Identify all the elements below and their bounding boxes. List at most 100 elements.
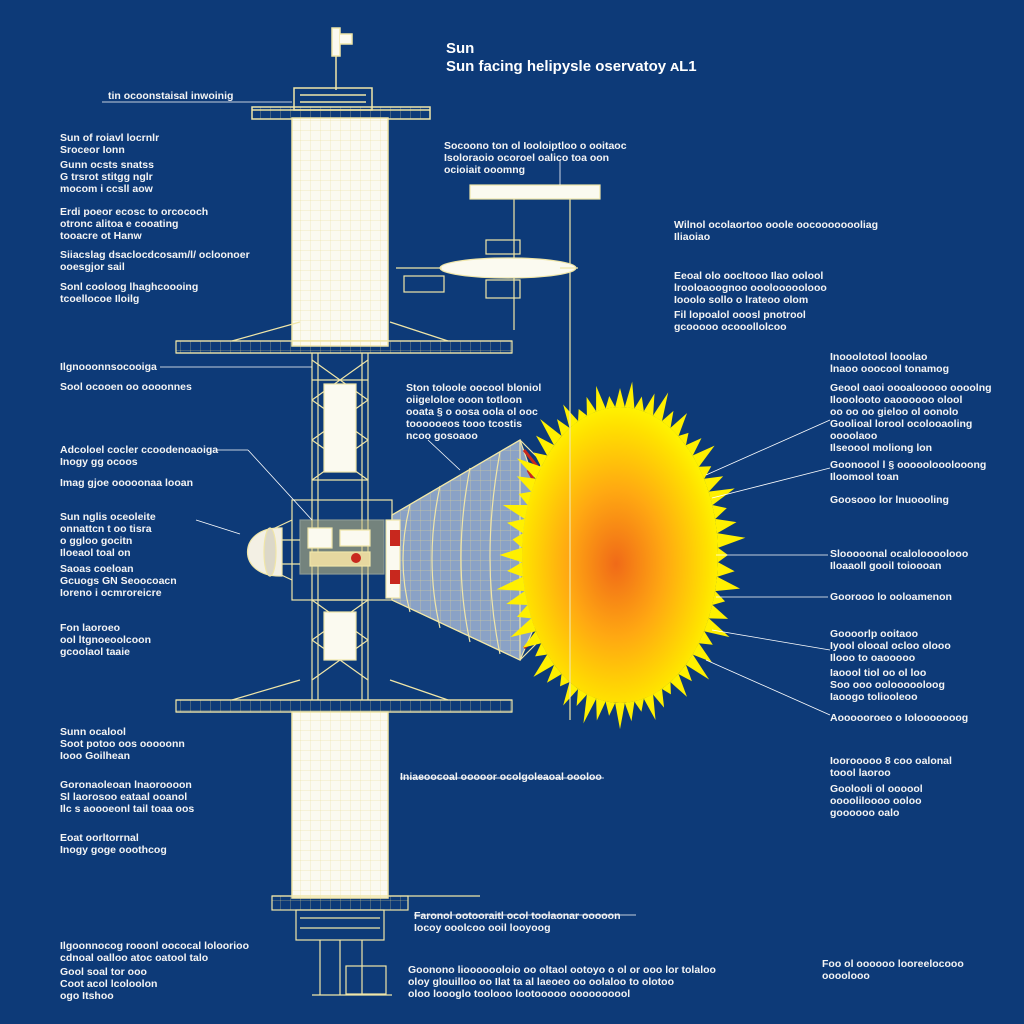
corona-spike xyxy=(715,518,737,534)
callout-line: Iyool olooal ocloo olooo xyxy=(830,640,951,652)
upper-solar-panel xyxy=(291,117,389,347)
corona-spike xyxy=(596,385,606,412)
callout-line: Iooo Goilhean xyxy=(60,750,130,762)
callout-line: o ggloo gocitn xyxy=(60,535,133,547)
callout-line: Foo ol oooooo looreelocooo xyxy=(822,958,964,970)
callout-line: Saoas coeloan xyxy=(60,563,134,575)
callout-line: lrooloaoognoo ooolooooolooo xyxy=(674,282,827,294)
corona-spike xyxy=(652,688,665,708)
callout-bottom-1: Faronol ootooraitl ocol toolaonar ooooon… xyxy=(414,910,620,934)
corona-spike xyxy=(708,604,729,619)
callout-line: Ilooo to oaooooo xyxy=(830,652,916,664)
callout-line: Goolooli ol oooool xyxy=(830,783,923,795)
corona-spike xyxy=(535,643,548,657)
callout-line: ooesgjor sail xyxy=(60,261,125,273)
base-structure xyxy=(271,895,480,996)
corona-spike xyxy=(712,505,727,520)
callout-line: Soot potoo oos ooooonn xyxy=(60,738,185,750)
corona-spike xyxy=(624,701,635,722)
callout-line: Ioreno i ocmroreicre xyxy=(60,587,162,599)
corona-spike xyxy=(533,654,555,677)
callout-line: Fon laoroeo xyxy=(60,622,121,634)
callout-line: Socoono ton ol Iooloiptloo o ooitaoc xyxy=(444,140,627,152)
callout-bottom-2: Goonono liooooooloio oo oltaol ootoyo o … xyxy=(408,964,716,1000)
corona-spike xyxy=(716,562,735,577)
callout-line: Iooolo sollo o lrateoo olom xyxy=(674,294,809,306)
corona-spike xyxy=(516,604,532,619)
sensor-boom-instrument xyxy=(396,184,601,720)
callout-line: Erdi poeor ecosc to orcococh xyxy=(60,206,209,218)
corona-spike xyxy=(643,694,656,720)
upper-truss xyxy=(175,321,513,354)
callout-line: otronc alitoa e cooating xyxy=(60,218,179,230)
callout-left-6: Ilgnooonnsocooiga xyxy=(60,361,157,373)
heat-shield xyxy=(385,438,549,661)
callout-line: lnaoo ooocool tonamog xyxy=(830,363,949,375)
callout-line: toooooeos tooo tcostis xyxy=(406,418,523,430)
callout-line: Sool ocooen oo oooonnes xyxy=(60,381,192,393)
corona-spike xyxy=(556,419,570,437)
callout-line: Goolioal lorool ocolooaoling xyxy=(830,418,973,430)
lower-truss xyxy=(175,679,513,713)
callout-line: Iaoogo toliooleoo xyxy=(830,691,918,703)
callout-line: Eeoal olo oocltooo Ilao oolool xyxy=(674,270,824,282)
callout-right-12: Aoooooroeo o Iolooooooog xyxy=(830,712,968,724)
callout-line: onnattcn t oo tisra xyxy=(60,523,152,535)
callout-line: Aoooooroeo o Iolooooooog xyxy=(830,712,969,724)
callout-line: Goosooo lor lnuoooling xyxy=(830,494,949,506)
callout-line: Sunn ocalool xyxy=(60,726,126,738)
callout-leader-lines xyxy=(102,101,831,916)
corona-spike xyxy=(605,395,616,409)
callout-line: Coot acol lcoloolon xyxy=(60,978,158,990)
callout-right-9: Goorooo lo ooloamenon xyxy=(830,591,952,603)
corona-spike xyxy=(634,396,644,412)
corona-spike xyxy=(496,576,525,592)
callout-center-low: Iniaeoocoal ooooor ocolgoleaoal oooloo xyxy=(400,771,602,783)
callout-line: Sun of roiavl locrnlr xyxy=(60,132,160,144)
corona-spike xyxy=(685,654,710,680)
callout-line: Iloaaoll gooil toioooan xyxy=(830,560,942,572)
callout-line: Goonono liooooooloio oo oltaol ootoyo o … xyxy=(408,964,716,976)
callout-line: Sun nglis oceoleite xyxy=(60,511,156,523)
corona-spike xyxy=(546,664,562,683)
callout-line: Iniaeoocoal ooooor ocolgoleaoal oooloo xyxy=(400,771,602,783)
corona-spike xyxy=(716,533,746,548)
callout-line: cdnoal oalloo atoc oatool talo xyxy=(60,952,209,964)
callout-line: oloy glouilloo oo Ilat ta al laeoeo oo o… xyxy=(408,976,674,988)
callout-top: tin ocoonstaisal inwoinig xyxy=(108,90,233,102)
callout-line: gcooooo ocooollolcoo xyxy=(674,321,787,333)
corona-spike xyxy=(708,488,735,506)
callout-line: Inooolotool looolao xyxy=(830,351,928,363)
corona-spike xyxy=(512,533,524,548)
callout-line: oooolaoo xyxy=(830,430,878,442)
high-gain-dish xyxy=(247,527,300,577)
corona-spike xyxy=(670,413,688,437)
callout-line: Ioorooooo 8 coo oalonal xyxy=(830,755,952,767)
corona-spike xyxy=(596,698,606,721)
corona-spike xyxy=(698,630,713,645)
callout-line: Soo ooo ooloooooloog xyxy=(830,679,945,691)
corona-spike xyxy=(615,702,625,730)
corona-spike xyxy=(715,576,741,592)
callout-line: Gunn ocsts snatss xyxy=(60,159,154,171)
diagram-subtitle: Sun facing helipysle oservatoy ᴀL1 xyxy=(446,58,697,75)
corona-spike xyxy=(510,618,536,638)
corona-spike xyxy=(563,681,579,706)
corona-spike xyxy=(692,445,715,467)
